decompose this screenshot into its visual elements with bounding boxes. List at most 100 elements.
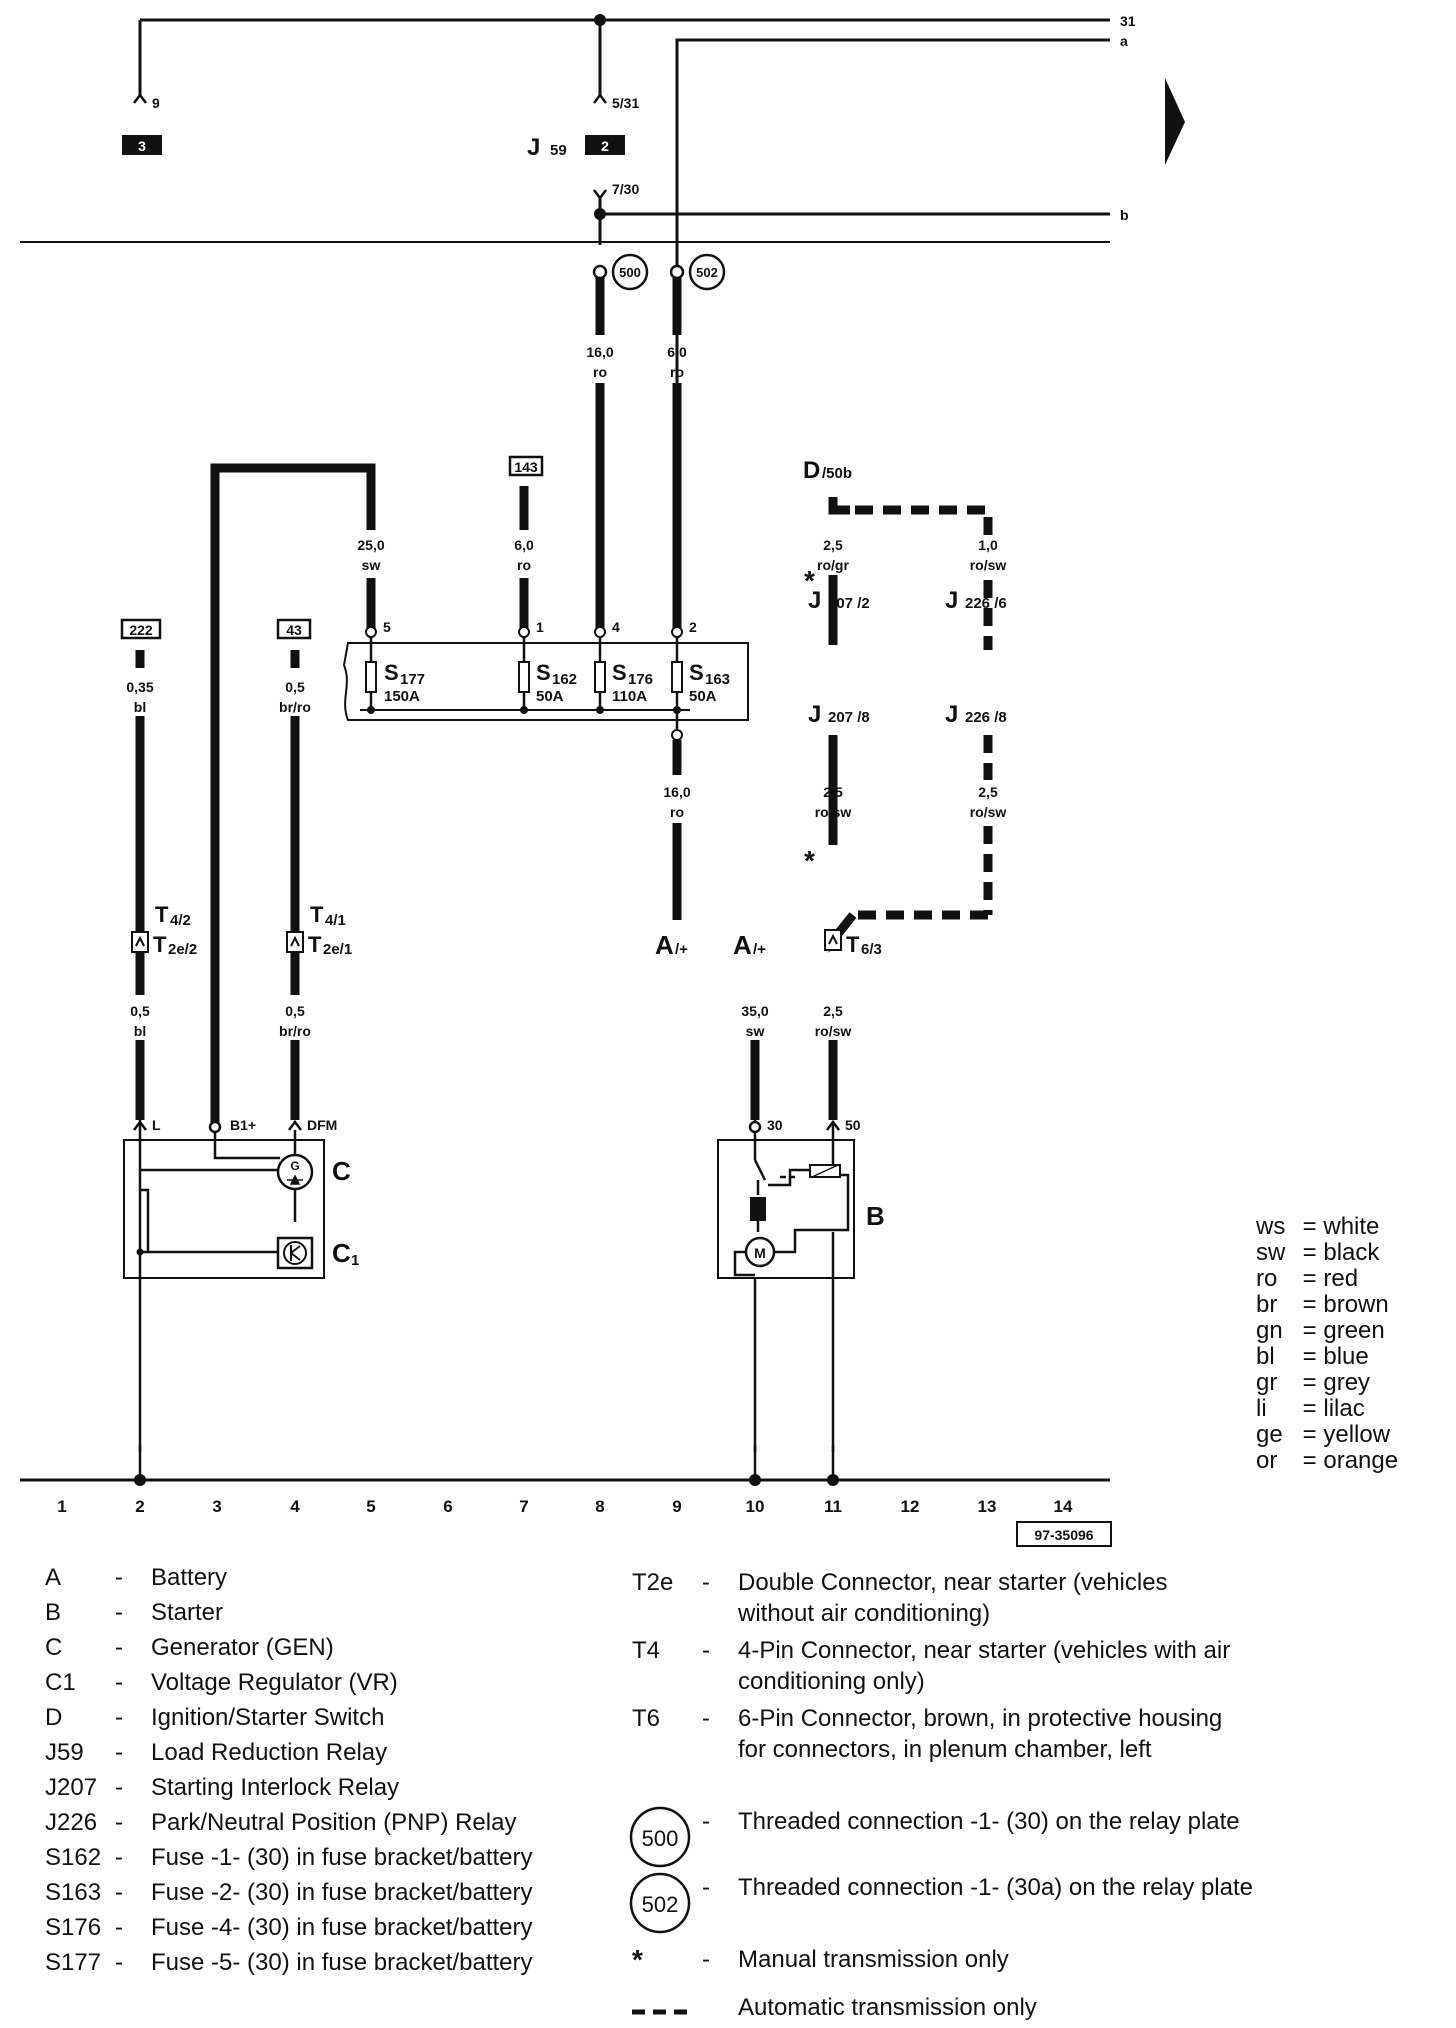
- svg-text:1: 1: [57, 1497, 66, 1516]
- wires: [135, 278, 857, 1125]
- ref-box-143: 143: [514, 459, 538, 475]
- svg-text:177: 177: [400, 671, 425, 688]
- legend-item: ro = red: [1256, 1265, 1359, 1292]
- svg-text:110A: 110A: [612, 688, 647, 705]
- key-item: J207-Starting Interlock Relay: [45, 1774, 400, 1801]
- column-numbers: 1 2 3 4 5 6 7 8 9 10 11 12 13 14: [57, 1497, 1073, 1516]
- pin-icon: [593, 189, 607, 201]
- relay-pin-5-31: 5/31: [612, 95, 639, 111]
- legend-item: ws = white: [1256, 1213, 1380, 1240]
- svg-text:13: 13: [978, 1497, 997, 1516]
- legend-circle-500: [629, 1806, 691, 1868]
- connector-t2e-1: T: [308, 932, 322, 957]
- manual-star-2: *: [804, 845, 815, 876]
- wire-color: ro/sw: [815, 804, 852, 820]
- legend-item: gn = green: [1256, 1317, 1385, 1344]
- legend-item: or = orange: [1256, 1447, 1399, 1474]
- component-c-label: C: [332, 1156, 351, 1186]
- svg-text:5: 5: [366, 1497, 375, 1516]
- wire-size: 6,0: [514, 537, 534, 553]
- relay-pin-9: 9: [152, 95, 160, 111]
- key-item: J59-Load Reduction Relay: [45, 1739, 388, 1766]
- relay-j59-label: J: [527, 134, 540, 161]
- generator: G: [123, 1119, 325, 1452]
- fuse-s177-label: S: [384, 660, 399, 685]
- wire-size: 16,0: [663, 784, 690, 800]
- relay-pin-7-30: 7/30: [612, 181, 639, 197]
- gen-pin-l: L: [152, 1117, 161, 1133]
- key-item: S162-Fuse -1- (30) in fuse bracket/batte…: [45, 1844, 533, 1871]
- connector-icon: [824, 929, 842, 951]
- continuation-arrow-icon: [1165, 78, 1185, 165]
- wire-size: 2,5: [978, 784, 998, 800]
- contact-icon: [750, 1197, 766, 1221]
- wire-color: sw: [746, 1023, 765, 1039]
- wire-size: 0,5: [285, 1003, 305, 1019]
- svg-text:502: 502: [696, 265, 718, 280]
- key-item: D-Ignition/Starter Switch: [45, 1704, 385, 1731]
- fuse-icon: [518, 661, 530, 693]
- svg-text:6/3: 6/3: [861, 941, 882, 958]
- svg-text:8: 8: [595, 1497, 604, 1516]
- relay-box-2: 2: [601, 138, 609, 154]
- relay-j59-sub: 59: [550, 142, 567, 159]
- component-key: A-Battery B-Starter C-Generator (GEN) C1…: [45, 1560, 533, 1980]
- key-item: J226-Park/Neutral Position (PNP) Relay: [45, 1809, 517, 1836]
- svg-text:50A: 50A: [536, 688, 564, 705]
- key-item: S176-Fuse -4- (30) in fuse bracket/batte…: [45, 1914, 533, 1941]
- wire-color: ro/gr: [817, 557, 849, 573]
- key-auto: Automatic transmission only: [738, 1994, 1037, 2021]
- legend-circle-502: [629, 1872, 691, 1934]
- wire-color: sw: [362, 557, 381, 573]
- svg-text:176: 176: [628, 671, 653, 688]
- wire-size: 16,0: [586, 344, 613, 360]
- line-label-a: a: [1120, 33, 1128, 49]
- svg-text:162: 162: [552, 671, 577, 688]
- svg-text:M: M: [754, 1245, 766, 1261]
- key-item: S163-Fuse -2- (30) in fuse bracket/batte…: [45, 1879, 533, 1906]
- svg-text:14: 14: [1054, 1497, 1073, 1516]
- component-c1-label: C: [332, 1238, 351, 1268]
- threaded-connection-502: [688, 253, 726, 291]
- fuse-icon: [671, 661, 683, 693]
- wire-color: ro: [670, 804, 684, 820]
- key-t4: T4-4-Pin Connector, near starter (vehicl…: [632, 1637, 1231, 1695]
- motor-icon: [744, 1236, 776, 1268]
- svg-text:2: 2: [689, 619, 697, 635]
- svg-text:500: 500: [619, 265, 641, 280]
- svg-text:226 /6: 226 /6: [965, 595, 1007, 612]
- connector-icon: [286, 931, 304, 953]
- fuse-icon: [594, 661, 606, 693]
- key-manual: *-Manual transmission only: [632, 1944, 1009, 1975]
- svg-text:1: 1: [351, 1252, 359, 1269]
- svg-text:9: 9: [672, 1497, 681, 1516]
- svg-text:12: 12: [901, 1497, 920, 1516]
- wire-color: ro/sw: [815, 1023, 852, 1039]
- starter: M: [717, 1118, 855, 1452]
- svg-text:10: 10: [746, 1497, 765, 1516]
- connector-t6-3: T: [846, 932, 860, 957]
- relay-j207-8-label: J: [808, 701, 821, 728]
- switch-d-sub: /50b: [822, 465, 852, 482]
- relay-j226-8-label: J: [945, 701, 958, 728]
- pin-icon: [593, 92, 607, 104]
- top-lines: [20, 18, 1110, 580]
- connector-t4-2: T: [155, 902, 169, 927]
- key-t6: T6-6-Pin Connector, brown, in protective…: [632, 1705, 1223, 1763]
- generator-icon: [276, 1153, 314, 1191]
- fuse-s162-label: S: [536, 660, 551, 685]
- key-502: -Threaded connection -1- (30a) on the re…: [702, 1874, 1253, 1901]
- key-t2e: T2e-Double Connector, near starter (vehi…: [632, 1569, 1168, 1627]
- svg-text:4: 4: [290, 1497, 300, 1516]
- fuse-s176-label: S: [612, 660, 627, 685]
- auto-transmission-wire: [855, 505, 993, 920]
- wire-size: 0,5: [285, 679, 305, 695]
- legend-item: br = brown: [1256, 1291, 1389, 1318]
- svg-text:2e/2: 2e/2: [168, 941, 197, 958]
- svg-text:/+: /+: [675, 941, 688, 958]
- wire-color: br/ro: [279, 699, 311, 715]
- wire-size: 6,0: [667, 344, 687, 360]
- svg-text:G: G: [290, 1159, 299, 1173]
- gen-pin-dfm: DFM: [307, 1117, 337, 1133]
- svg-text:2: 2: [135, 1497, 144, 1516]
